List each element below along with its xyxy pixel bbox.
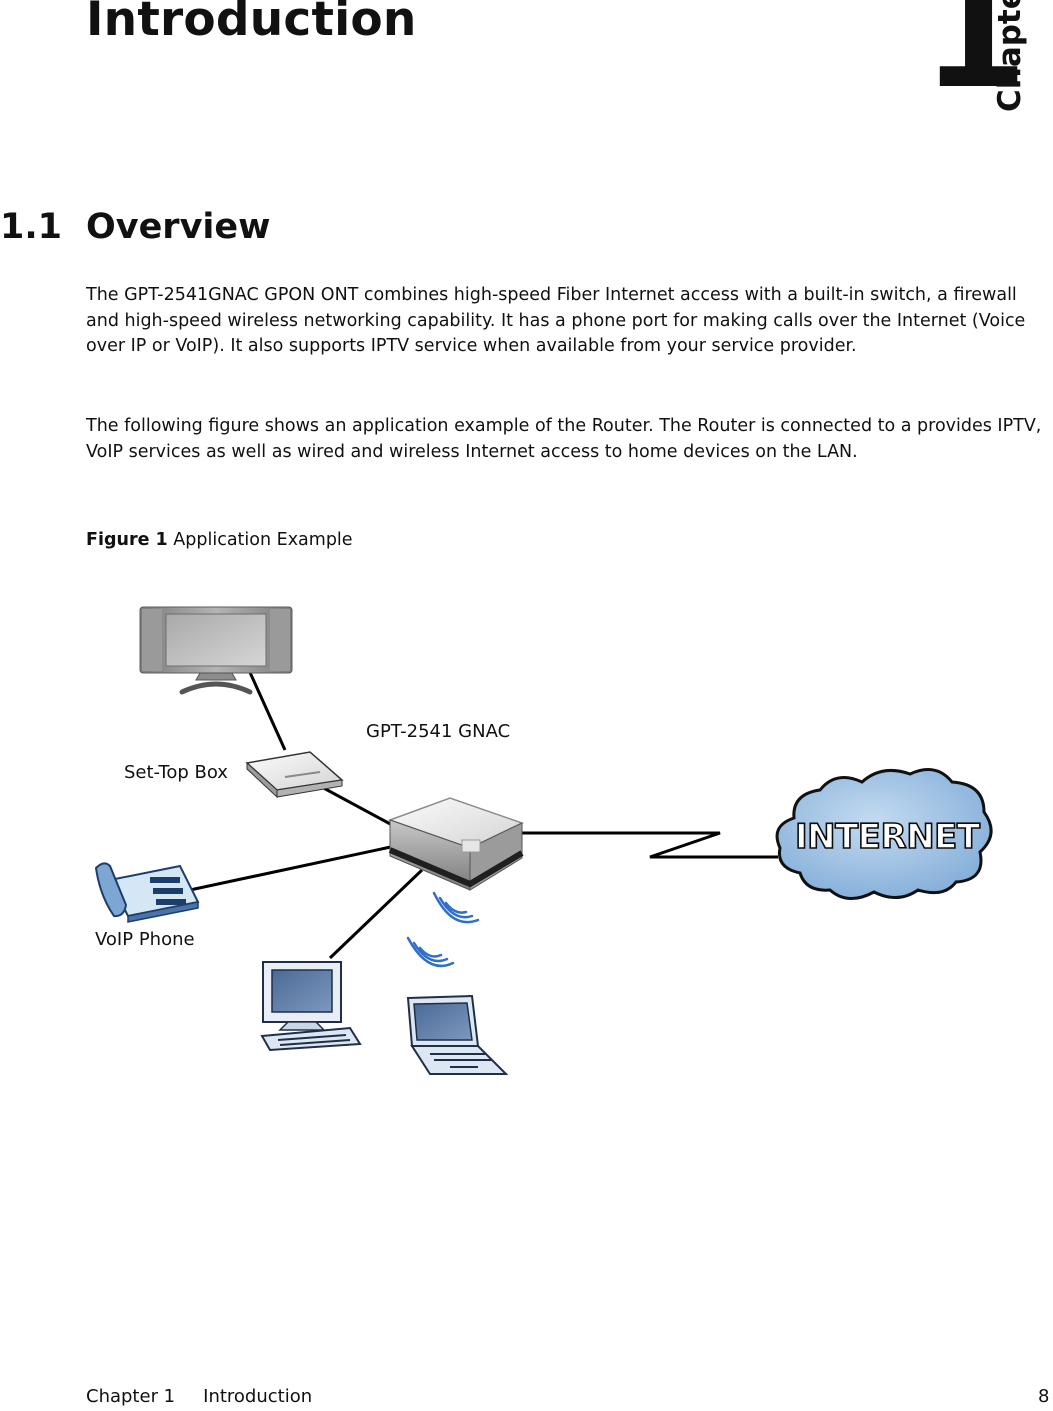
footer-chapter: Chapter 1 [86,1386,176,1407]
section-number: 1.1 [0,207,63,247]
overview-paragraph-2: The following figure shows an applicatio… [86,416,1042,462]
figure-label: Figure 1 [86,530,168,550]
overview-paragraph-1: The GPT-2541GNAC GPON ONT combines high-… [86,285,1026,356]
figure-caption: Figure 1 Application Example [86,528,353,553]
connection-lines [189,667,778,960]
figure-caption-text: Application Example [173,530,353,550]
settop-to-router-line [317,783,395,828]
tv-to-settop-line [246,667,287,751]
tv-icon [139,606,293,695]
router-icon [387,797,524,891]
laptop-icon [406,994,509,1075]
phone-icon [94,862,200,923]
internet-label: INTERNET [795,817,981,857]
desktop-to-router-line [328,868,424,960]
router-to-internet-line [521,831,778,859]
page-number: 8 [1038,1386,1050,1407]
wifi-signal-icon [406,891,480,968]
phone-to-router-line [189,843,401,892]
phone-label: VoIP Phone [95,929,195,950]
page-footer: Chapter 1 Introduction [86,1385,312,1409]
section-title: Overview [86,207,271,247]
device-label: GPT-2541 GNAC [366,721,510,742]
settop-label: Set-Top Box [124,762,228,783]
set-top-box-icon [245,751,344,799]
footer-section: Introduction [203,1386,313,1407]
chapter-title: Introduction [86,0,417,47]
cloud-icon: INTERNET [775,768,993,900]
chapter-number: 1 [922,0,1028,122]
desktop-computer-icon [260,961,362,1052]
chapter-label-text: Chapter [992,0,1028,112]
